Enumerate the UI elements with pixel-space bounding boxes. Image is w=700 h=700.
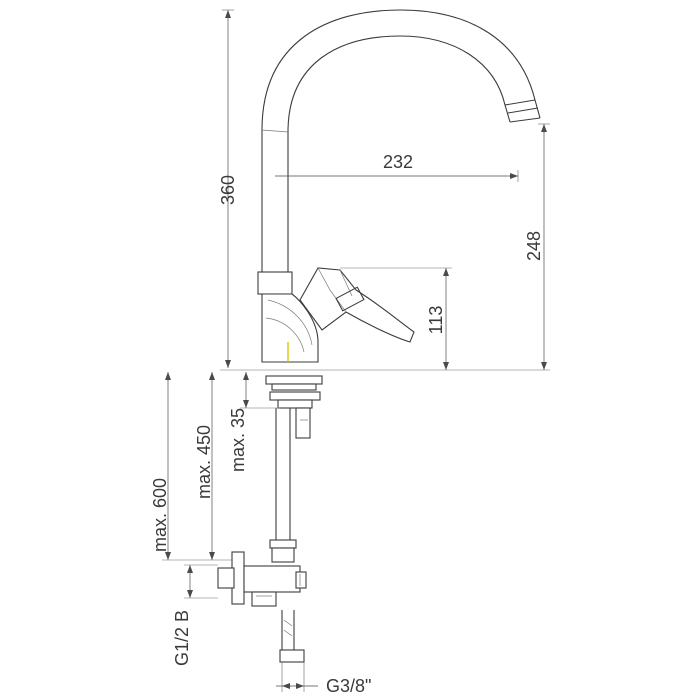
dimension-max-35: max. 35 <box>228 372 280 472</box>
angle-valve <box>217 551 307 607</box>
faucet-lever <box>299 267 415 343</box>
faucet-body <box>257 271 319 363</box>
dimension-360: 360 <box>218 9 238 368</box>
dimension-max-450: max. 450 <box>194 372 215 560</box>
dimension-label-232: 232 <box>383 152 413 172</box>
dimension-label-248: 248 <box>524 231 544 261</box>
deck-mount <box>265 375 323 439</box>
dimension-g38: G3/8" <box>276 662 371 696</box>
dimension-label-360: 360 <box>218 175 238 205</box>
dimension-label-g38: G3/8" <box>326 676 371 696</box>
faucet-spout <box>261 9 541 272</box>
dimension-label-max-600: max. 600 <box>150 478 170 552</box>
dimension-label-max-450: max. 450 <box>194 425 214 499</box>
dimension-113: 113 <box>340 267 452 370</box>
dimension-g12b: G1/2 B <box>172 564 218 666</box>
dimension-248: 248 <box>524 123 550 370</box>
dimension-label-113: 113 <box>426 306 446 335</box>
supply-hoses <box>269 408 305 663</box>
dimension-max-600: max. 600 <box>150 372 232 561</box>
dimension-label-g12b: G1/2 B <box>172 610 192 666</box>
dimension-232: 232 <box>275 152 519 182</box>
dimension-label-max-35: max. 35 <box>228 408 248 472</box>
